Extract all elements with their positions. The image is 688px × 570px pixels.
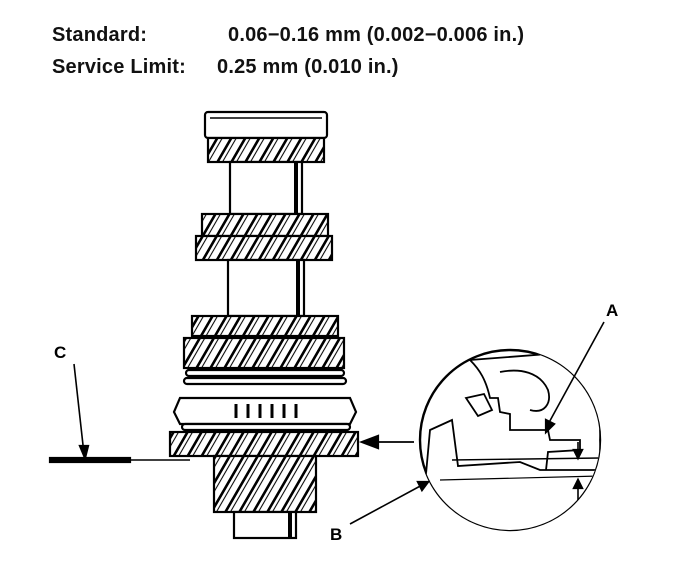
middle-shaft xyxy=(226,258,306,318)
middle-gear-lower xyxy=(194,234,334,262)
thrust-ring-1 xyxy=(184,368,346,378)
leader-b xyxy=(349,483,425,525)
shaft-assembly xyxy=(168,110,360,540)
clearance-arrows xyxy=(572,442,584,500)
lower-gear-section xyxy=(420,418,600,530)
service-limit-label: Service Limit: xyxy=(52,56,186,78)
gear-tooth xyxy=(464,392,494,418)
middle-gear-upper xyxy=(200,212,330,238)
spline-shaft xyxy=(212,454,318,514)
service-limit-value: 0.25 mm (0.010 in.) xyxy=(217,56,399,78)
leader-a xyxy=(545,321,605,429)
leader-lines xyxy=(73,321,605,525)
callout-b: B xyxy=(330,525,342,544)
detail-pointer-arrow xyxy=(358,434,414,450)
thrust-ring-3 xyxy=(180,422,352,432)
lower-gear-main xyxy=(182,336,346,370)
top-cap xyxy=(203,110,329,140)
standard-label: Standard: xyxy=(52,24,148,46)
synchro-hub xyxy=(172,396,358,426)
bottom-gear xyxy=(168,430,360,458)
leader-c xyxy=(73,363,85,455)
bottom-stub xyxy=(232,510,298,540)
feeler-gauge xyxy=(48,456,190,464)
lower-gear-top xyxy=(190,314,340,338)
top-gear xyxy=(206,136,326,164)
detail-inset xyxy=(418,348,602,532)
callout-c: C xyxy=(54,343,66,362)
synchro-splines xyxy=(234,404,298,418)
thrust-ring-2 xyxy=(182,376,348,386)
upper-shaft xyxy=(228,160,304,216)
callout-a: A xyxy=(606,301,618,320)
standard-value: 0.06−0.16 mm (0.002−0.006 in.) xyxy=(228,24,525,46)
